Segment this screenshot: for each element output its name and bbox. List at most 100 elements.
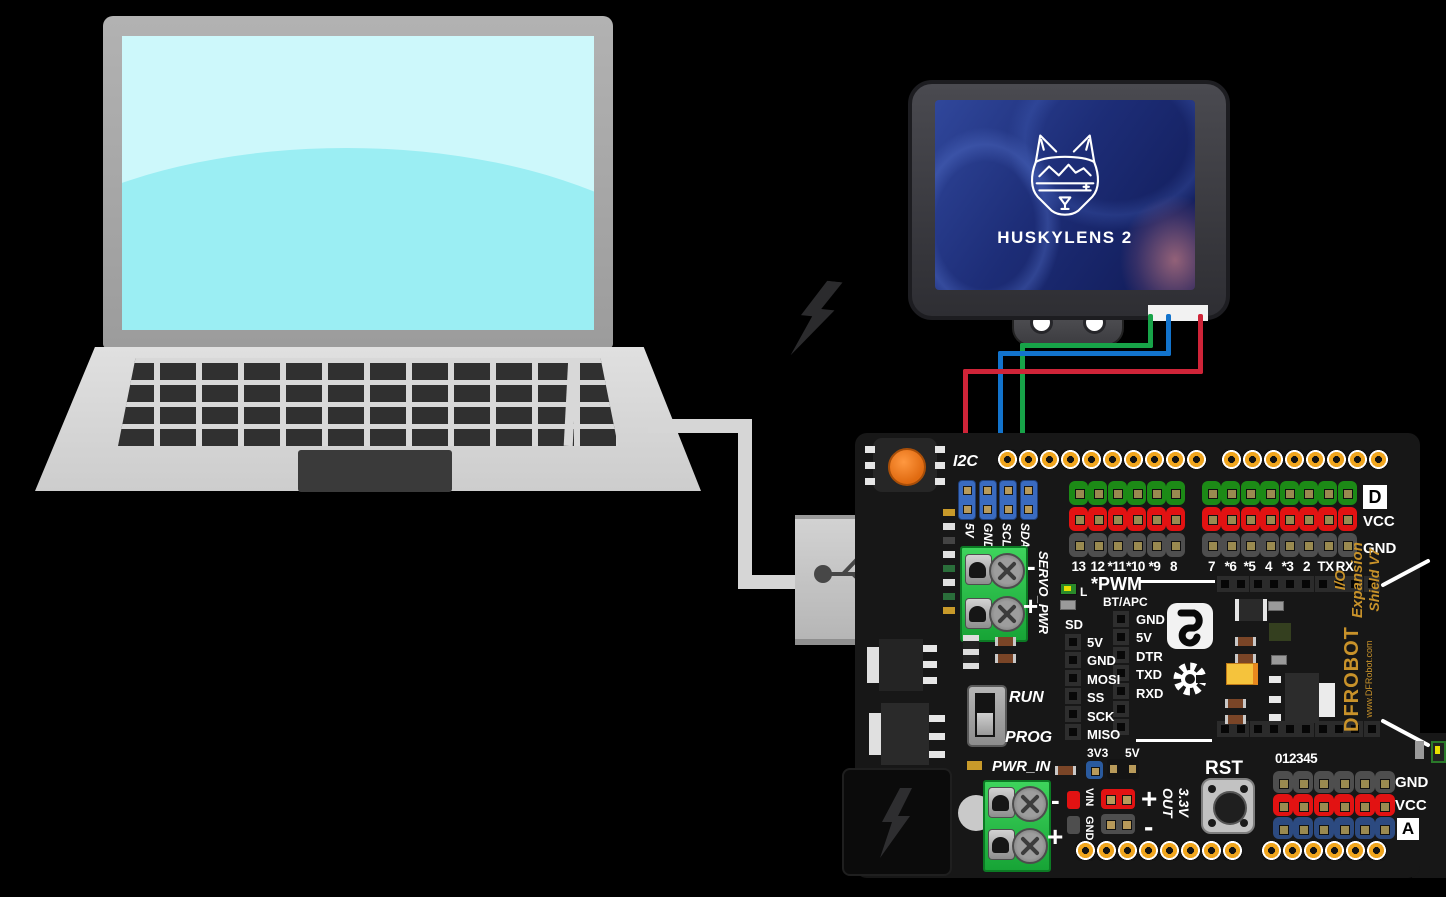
smd-pad xyxy=(943,565,955,572)
capacitor xyxy=(1225,699,1246,708)
analog-pin xyxy=(1374,817,1395,839)
huskylens-title: HUSKYLENS 2 xyxy=(997,228,1133,247)
pin-socket xyxy=(1201,840,1222,861)
gnd-pin xyxy=(1067,816,1080,834)
btapc-labels: GND 5V DTR TXD RXD xyxy=(1136,612,1165,741)
gnd-label: GND xyxy=(1083,816,1095,841)
vcc-pin xyxy=(1146,507,1166,531)
pin-label: 13 xyxy=(1071,559,1086,574)
sd-pin-label: GND xyxy=(1087,653,1116,669)
analog-pin xyxy=(1273,817,1293,839)
sd-title: SD xyxy=(1065,617,1084,632)
smd-socket xyxy=(1347,721,1364,737)
i2c-header-pin xyxy=(978,480,997,520)
digital-gnd-row-left xyxy=(1069,533,1185,557)
capacitor xyxy=(1235,637,1256,646)
gnd-pin xyxy=(1146,533,1166,557)
gnd-pin xyxy=(1069,533,1088,557)
gnd-pin-pair xyxy=(1101,814,1135,834)
digital-d-row-left xyxy=(1069,481,1185,505)
sd-pin-label: SCK xyxy=(1087,708,1115,724)
resistor xyxy=(1268,601,1284,611)
btapc-pin-label: RXD xyxy=(1136,685,1164,701)
gnd-pin xyxy=(1318,533,1338,557)
sda-wire xyxy=(1020,343,1153,348)
header-bottom-right xyxy=(1261,840,1387,861)
v33-out-label: 3.3V OUT xyxy=(1160,788,1192,818)
btapc-pin-label: GND xyxy=(1136,612,1165,627)
sd-pin-label: MOSI xyxy=(1087,671,1121,687)
sd-socket xyxy=(1065,670,1081,686)
analog-pin xyxy=(1334,817,1355,839)
pin-socket xyxy=(1261,840,1282,861)
analog-gnd-row xyxy=(1273,771,1395,793)
pin-label: *5 xyxy=(1243,559,1256,574)
vcc-pin xyxy=(1337,507,1357,531)
btapc-pin-label xyxy=(1136,722,1165,740)
5v-wire xyxy=(1198,314,1203,374)
digital-pin xyxy=(1107,481,1127,505)
usb-cable xyxy=(738,419,752,589)
smd-socket xyxy=(1331,576,1348,592)
pin-label: *10 xyxy=(1126,559,1145,574)
vcc-pin xyxy=(1127,507,1147,531)
usb-cable xyxy=(648,419,752,433)
smd-header-top xyxy=(1217,576,1380,592)
pin-socket xyxy=(1326,449,1347,470)
silkscreen-diagonal xyxy=(1380,558,1431,588)
terminal-screw xyxy=(1012,828,1048,864)
header-top-right xyxy=(1221,449,1389,470)
huskylens-logo-icon xyxy=(1030,134,1100,216)
transistor-tab xyxy=(867,647,879,683)
pin-label: 4 xyxy=(1303,751,1311,766)
pin-socket xyxy=(1117,840,1138,861)
btapc-pin-label: 5V xyxy=(1136,630,1152,646)
sd-pin-label: MISO xyxy=(1087,726,1121,742)
smd-socket xyxy=(1233,721,1250,737)
pin-label: *9 xyxy=(1148,559,1161,574)
pin-socket xyxy=(1305,449,1326,470)
i2c-header-row xyxy=(958,480,1040,520)
pin-socket xyxy=(1075,840,1096,861)
digital-pin xyxy=(1318,481,1338,505)
gnd-pin xyxy=(1334,771,1355,793)
gnd-pin xyxy=(1298,533,1318,557)
i2c-header-pin xyxy=(1019,480,1038,520)
pin-socket xyxy=(1345,840,1366,861)
orange-button-cap xyxy=(888,448,926,486)
run-prog-switch xyxy=(967,685,1007,747)
vcc-pin xyxy=(1273,794,1293,816)
pin-socket xyxy=(1368,449,1389,470)
pin-socket xyxy=(1123,449,1144,470)
analog-signal-row xyxy=(1273,817,1395,839)
resistor xyxy=(1271,655,1287,665)
vin-label: VIN xyxy=(1083,788,1095,807)
sd-socket xyxy=(1065,724,1081,740)
vcc-pin xyxy=(1165,507,1185,531)
btapc-pin-label: TXD xyxy=(1136,667,1162,683)
vcc-pin xyxy=(1107,507,1127,531)
gnd-row-label: GND xyxy=(1363,540,1397,557)
transistor-tab xyxy=(869,713,881,755)
smd-pad xyxy=(943,509,955,516)
gnd-pin xyxy=(1293,771,1314,793)
smd-socket xyxy=(1314,576,1331,592)
analog-pin xyxy=(1293,817,1314,839)
btapc-pin-label: DTR xyxy=(1136,648,1163,664)
smd-pad xyxy=(943,593,955,600)
terminal-clamp xyxy=(965,598,992,629)
vcc-pin xyxy=(1240,507,1260,531)
pin-socket xyxy=(1096,840,1117,861)
vcc-pin xyxy=(1354,794,1375,816)
btapc-socket xyxy=(1113,647,1129,663)
servo-minus-mark: - xyxy=(1027,551,1036,581)
digital-pin xyxy=(1146,481,1166,505)
pin-label: 12 xyxy=(1090,559,1105,574)
gnd-pin xyxy=(1354,771,1375,793)
sd-header xyxy=(1065,634,1081,742)
digital-pin xyxy=(1221,481,1241,505)
resistor xyxy=(1060,600,1076,610)
smd-pad xyxy=(1269,676,1281,683)
pin-label: 5 xyxy=(1310,751,1318,766)
